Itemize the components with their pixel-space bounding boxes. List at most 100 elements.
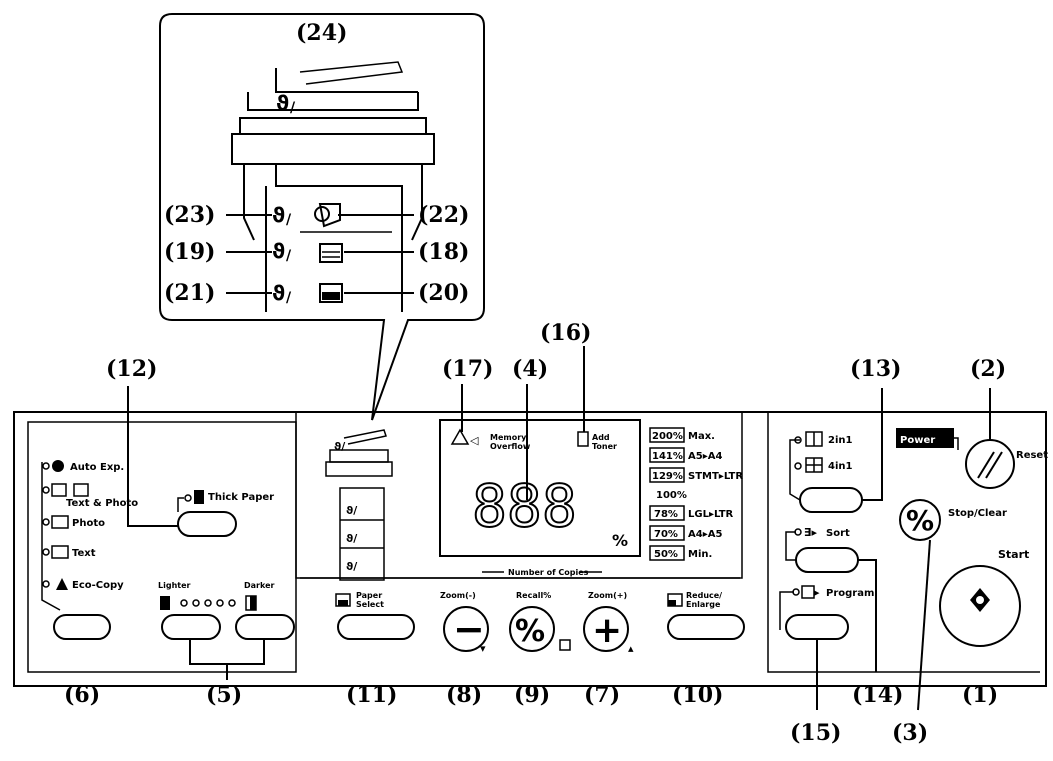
svg-text:200%: 200% bbox=[652, 431, 683, 442]
callout-15: (15) bbox=[790, 720, 841, 746]
layout-button[interactable] bbox=[799, 487, 863, 513]
density-scale: Lighter Darker bbox=[158, 581, 275, 611]
svg-text:Max.: Max. bbox=[688, 431, 715, 442]
svg-text:129%: 129% bbox=[652, 471, 683, 482]
original-mode-button[interactable] bbox=[53, 614, 111, 640]
misfeed-indicator-icons: ϑ / ϑ / ϑ / ϑ / bbox=[272, 91, 296, 306]
printer-outline-large bbox=[231, 61, 435, 312]
reset-button[interactable] bbox=[965, 439, 1015, 489]
svg-text:▾: ▾ bbox=[480, 642, 486, 655]
misfeed-icon-19: ϑ bbox=[272, 239, 285, 263]
stop-clear-label: Stop/Clear bbox=[948, 508, 1007, 519]
misfeed-icon-21: ϑ bbox=[272, 281, 285, 305]
callout-5-bracket bbox=[189, 640, 265, 665]
paper-select-button[interactable] bbox=[337, 614, 415, 640]
callout-1: (1) bbox=[962, 682, 998, 708]
recall-button[interactable] bbox=[509, 606, 555, 652]
svg-text:ϑ/: ϑ/ bbox=[334, 440, 346, 453]
svg-text:Min.: Min. bbox=[688, 549, 712, 560]
svg-text:Memory: Memory bbox=[490, 433, 527, 442]
start-label: Start bbox=[998, 548, 1029, 561]
right-section-frame bbox=[767, 412, 1040, 673]
svg-text:Thick Paper: Thick Paper bbox=[208, 492, 274, 503]
mode-eco-copy: Eco-Copy bbox=[72, 580, 124, 591]
svg-text:Reduce/: Reduce/ bbox=[686, 591, 722, 600]
recall-glyph: % bbox=[515, 614, 545, 649]
zoom-minus-button[interactable] bbox=[443, 606, 489, 652]
mode-photo: Photo bbox=[72, 518, 105, 529]
callout-23: (23) bbox=[164, 202, 215, 228]
stop-clear-icon: % bbox=[906, 504, 934, 537]
callout-13: (13) bbox=[850, 356, 901, 382]
svg-text:Select: Select bbox=[356, 600, 384, 609]
add-toner-indicator: Add Toner bbox=[577, 431, 617, 451]
power-indicator: Power bbox=[896, 428, 959, 450]
callout-21: (21) bbox=[164, 280, 215, 306]
svg-text:Sort: Sort bbox=[826, 528, 850, 539]
layout-indicators: 2in1 4in1 bbox=[789, 431, 853, 501]
svg-text:◁: ◁ bbox=[470, 434, 479, 447]
svg-text:/: / bbox=[286, 290, 292, 306]
svg-text:STMT▸LTR: STMT▸LTR bbox=[688, 471, 743, 482]
zoom-ratio-list: 200% Max. 141% A5▸A4 129% STMT▸LTR 100% … bbox=[649, 427, 743, 561]
zoom-minus-glyph: − bbox=[453, 607, 485, 651]
callout-12-leader bbox=[127, 386, 178, 527]
reduce-enlarge-label: Reduce/ Enlarge bbox=[667, 591, 722, 609]
svg-text:141%: 141% bbox=[652, 451, 683, 462]
paper-select-label: Paper Select bbox=[335, 591, 384, 609]
program-indicator: ▸ Program bbox=[779, 585, 874, 630]
printer-status-icon-small: ϑ/ ϑ/ ϑ/ ϑ/ bbox=[325, 429, 393, 581]
number-of-copies-label: Number of Copies bbox=[508, 568, 589, 577]
display-percent: % bbox=[612, 531, 628, 550]
svg-text:Paper: Paper bbox=[356, 591, 382, 600]
thick-paper-indicator: Thick Paper bbox=[177, 490, 274, 512]
callout-24: (24) bbox=[296, 20, 347, 46]
svg-text:A4▸A5: A4▸A5 bbox=[688, 529, 722, 540]
callout-14-leader bbox=[858, 559, 877, 672]
manual-feed-icon bbox=[314, 203, 341, 228]
svg-text:/: / bbox=[286, 212, 292, 228]
sort-button[interactable] bbox=[795, 547, 859, 573]
callout-3: (3) bbox=[892, 720, 928, 746]
reduce-enlarge-button[interactable] bbox=[667, 614, 745, 640]
lighter-button[interactable] bbox=[161, 614, 221, 640]
svg-text:100%: 100% bbox=[656, 490, 687, 501]
program-button[interactable] bbox=[785, 614, 849, 640]
callout-22: (22) bbox=[418, 202, 469, 228]
darker-button[interactable] bbox=[235, 614, 295, 640]
svg-text:ϑ/: ϑ/ bbox=[346, 532, 358, 545]
callout-17: (17) bbox=[442, 356, 493, 382]
svg-text:Enlarge: Enlarge bbox=[686, 600, 721, 609]
svg-text:70%: 70% bbox=[654, 529, 678, 540]
zoom-plus-label: Zoom(+) bbox=[588, 591, 627, 600]
memory-overflow-indicator: ◁ Memory Overflow bbox=[450, 428, 531, 451]
two-in-one-label: 2in1 bbox=[828, 435, 853, 446]
callout-8: (8) bbox=[446, 682, 482, 708]
svg-text:∃▸: ∃▸ bbox=[804, 526, 818, 539]
callout-5: (5) bbox=[206, 682, 242, 708]
svg-text:▸: ▸ bbox=[814, 586, 820, 599]
callout-7: (7) bbox=[584, 682, 620, 708]
svg-text:▴: ▴ bbox=[628, 642, 634, 655]
zoom-minus-label: Zoom(-) bbox=[440, 591, 476, 600]
zoom-bubble bbox=[159, 13, 485, 421]
callout-20: (20) bbox=[418, 280, 469, 306]
copy-count-display bbox=[439, 419, 641, 557]
stop-clear-button[interactable] bbox=[899, 499, 941, 541]
svg-text:Toner: Toner bbox=[592, 442, 617, 451]
svg-text:/: / bbox=[286, 248, 292, 264]
control-panel-frame bbox=[13, 411, 1047, 687]
callout-10: (10) bbox=[672, 682, 723, 708]
callout-13-leader bbox=[862, 388, 883, 501]
tray-icon-upper bbox=[319, 243, 343, 263]
svg-text:50%: 50% bbox=[654, 549, 678, 560]
callout-12: (12) bbox=[106, 356, 157, 382]
mode-auto-exp: Auto Exp. bbox=[70, 462, 124, 473]
svg-text:Program: Program bbox=[826, 588, 874, 599]
mode-bracket bbox=[41, 462, 61, 611]
thick-paper-button[interactable] bbox=[177, 511, 237, 537]
zoom-plus-button[interactable] bbox=[583, 606, 629, 652]
mode-text: Text bbox=[72, 548, 96, 559]
